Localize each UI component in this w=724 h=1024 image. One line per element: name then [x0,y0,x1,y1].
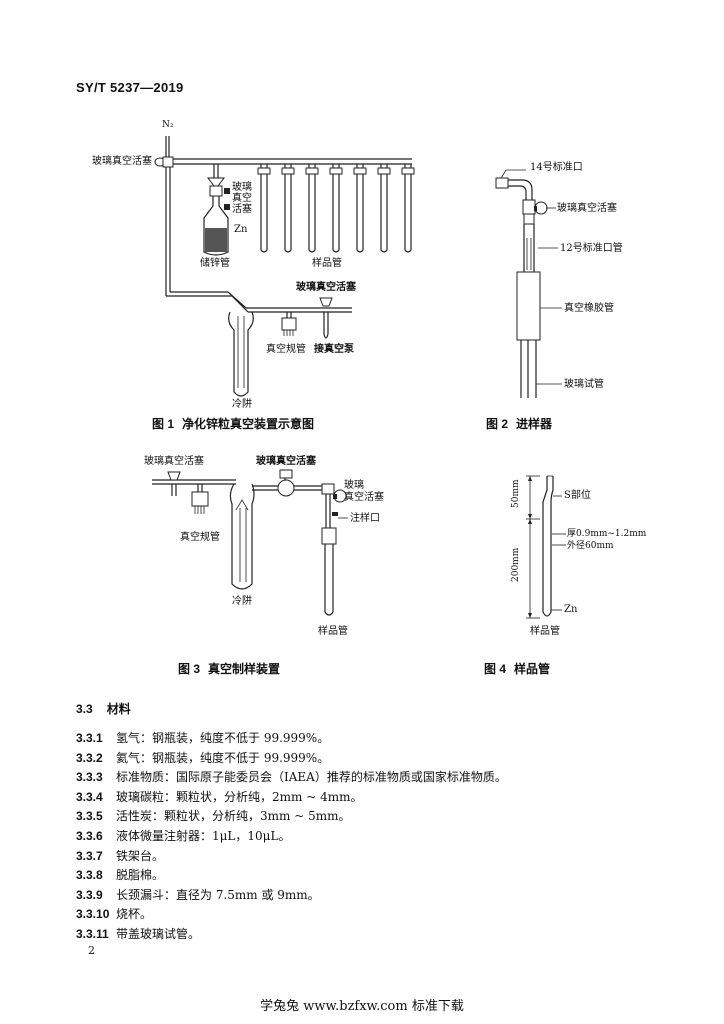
fig3-stopcock-left-label: 玻璃真空活塞 [144,456,204,467]
fig3-sample-tube-label: 样品管 [318,626,348,637]
fig3-gauge-label: 真空规管 [180,532,220,543]
fig3-stopcock-right-label: 玻璃 真空活塞 [344,480,384,503]
fig4-diameter-label: 外径60mm [567,541,614,551]
fig4-dim200-label: 200mm [511,547,521,582]
fig2-injector-drawing [495,169,562,398]
fig2-port12-label: 12号标准口管 [560,243,623,254]
fig2-glass-tube-label: 玻璃试管 [564,379,604,390]
fig1-zinc-tube-label: 储锌管 [200,258,230,269]
fig4-dim50-label: 50mm [511,479,521,508]
fig1-trap-label: 冷阱 [232,399,252,410]
fig1-n2-label: N₂ [162,120,174,130]
fig4-s-part-label: S部位 [564,490,591,501]
fig1-zn-label: Zn [234,224,248,235]
fig1-stopcock-mid-label: 玻璃 真空 活塞 [232,182,252,215]
fig4-zn-label: Zn [564,604,578,615]
fig1-pump-label: 接真空泵 [314,344,354,355]
fig2-port14-label: 14号标准口 [530,162,583,173]
fig1-stopcock-right-label: 玻璃真空活塞 [296,282,356,293]
site-footer[interactable]: 学兔兔 www.bzfxw.com 标准下载 [260,999,464,1014]
fig3-trap-label: 冷阱 [232,596,252,607]
fig4-thickness-label: 厚0.9mm~1.2mm [567,529,647,539]
fig4-sample-tube-drawing [526,475,566,619]
fig2-rubber-label: 真空橡胶管 [564,303,614,314]
fig1-gauge-label: 真空规管 [266,344,306,355]
fig3-apparatus-drawing [152,469,348,616]
page-number: 2 [88,944,95,957]
fig1-apparatus-drawing [154,136,415,397]
fig4-sample-tube-label: 样品管 [530,626,560,637]
fig3-inject-label: 注样口 [350,513,380,524]
fig1-sample-tubes-label: 样品管 [312,258,342,269]
document-code: SY/T 5237—2019 [76,80,184,95]
fig2-stopcock-label: 玻璃真空活塞 [557,203,617,214]
fig1-stopcock-left-label: 玻璃真空活塞 [92,156,152,167]
fig3-stopcock-mid-label: 玻璃真空活塞 [256,456,316,467]
